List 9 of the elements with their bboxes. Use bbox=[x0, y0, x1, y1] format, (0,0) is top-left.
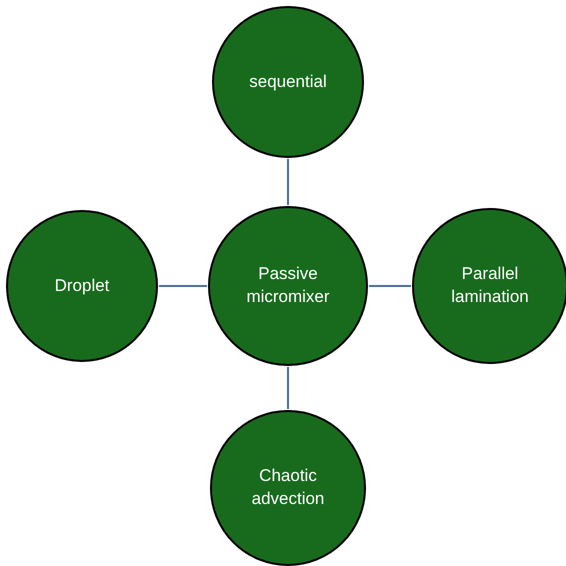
topic-label: Chaotic advection bbox=[250, 465, 326, 510]
topic-label: Passive micromixer bbox=[245, 263, 331, 308]
topic-label: Parallel lamination bbox=[450, 263, 530, 308]
topic-label: Droplet bbox=[54, 274, 110, 297]
topic-label: sequential bbox=[249, 70, 327, 93]
connector-line bbox=[287, 367, 289, 409]
connector-line bbox=[369, 285, 411, 287]
connector-line bbox=[287, 159, 289, 205]
connector-line bbox=[159, 285, 207, 287]
